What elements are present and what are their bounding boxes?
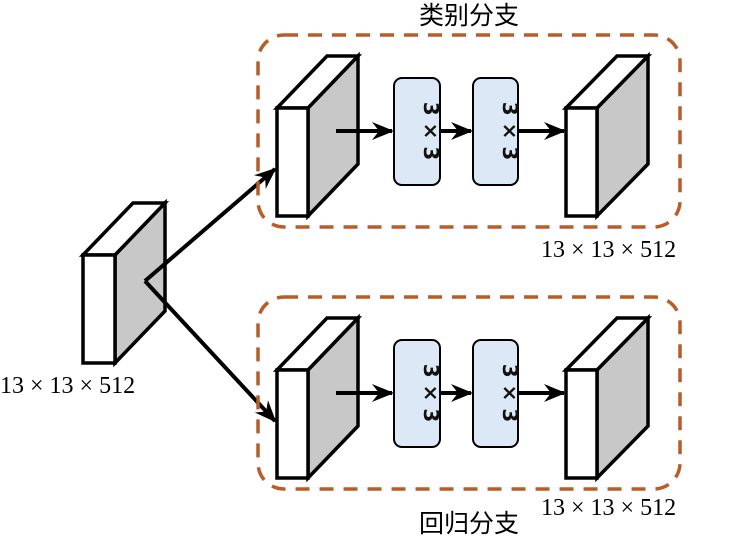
arrow-to-regression-branch bbox=[143, 279, 277, 423]
regression-branch-title: 回归分支 bbox=[419, 509, 519, 537]
input-block-front bbox=[81, 253, 117, 365]
regression-branch-border bbox=[256, 295, 682, 491]
arrow-to-class-branch bbox=[143, 167, 277, 283]
input-feature-block bbox=[78, 198, 170, 368]
regression-output-dimension-label: 13 × 13 × 512 bbox=[541, 495, 676, 521]
class-conv-1-label: 3 × 3 bbox=[419, 102, 443, 161]
regression-conv-1: 3 × 3 bbox=[393, 339, 443, 448]
regression-conv-1-label: 3 × 3 bbox=[419, 364, 443, 423]
input-dimension-label: 13 × 13 × 512 bbox=[0, 373, 135, 399]
class-output-block bbox=[561, 51, 653, 221]
class-conv-1: 3 × 3 bbox=[393, 77, 443, 186]
class-branch-border bbox=[256, 33, 682, 229]
class-output-dimension-label: 13 × 13 × 512 bbox=[541, 237, 676, 263]
regression-input-block bbox=[272, 313, 363, 483]
class-input-block bbox=[272, 51, 363, 221]
class-conv-2: 3 × 3 bbox=[472, 77, 522, 186]
class-branch: 类别分支 3 × 3 3 × 3 bbox=[256, 1, 682, 229]
regression-conv-2: 3 × 3 bbox=[472, 339, 522, 448]
regression-output-block bbox=[561, 313, 653, 483]
class-branch-title: 类别分支 bbox=[419, 1, 519, 30]
regression-branch: 回归分支 3 × 3 3 × 3 bbox=[256, 295, 682, 537]
